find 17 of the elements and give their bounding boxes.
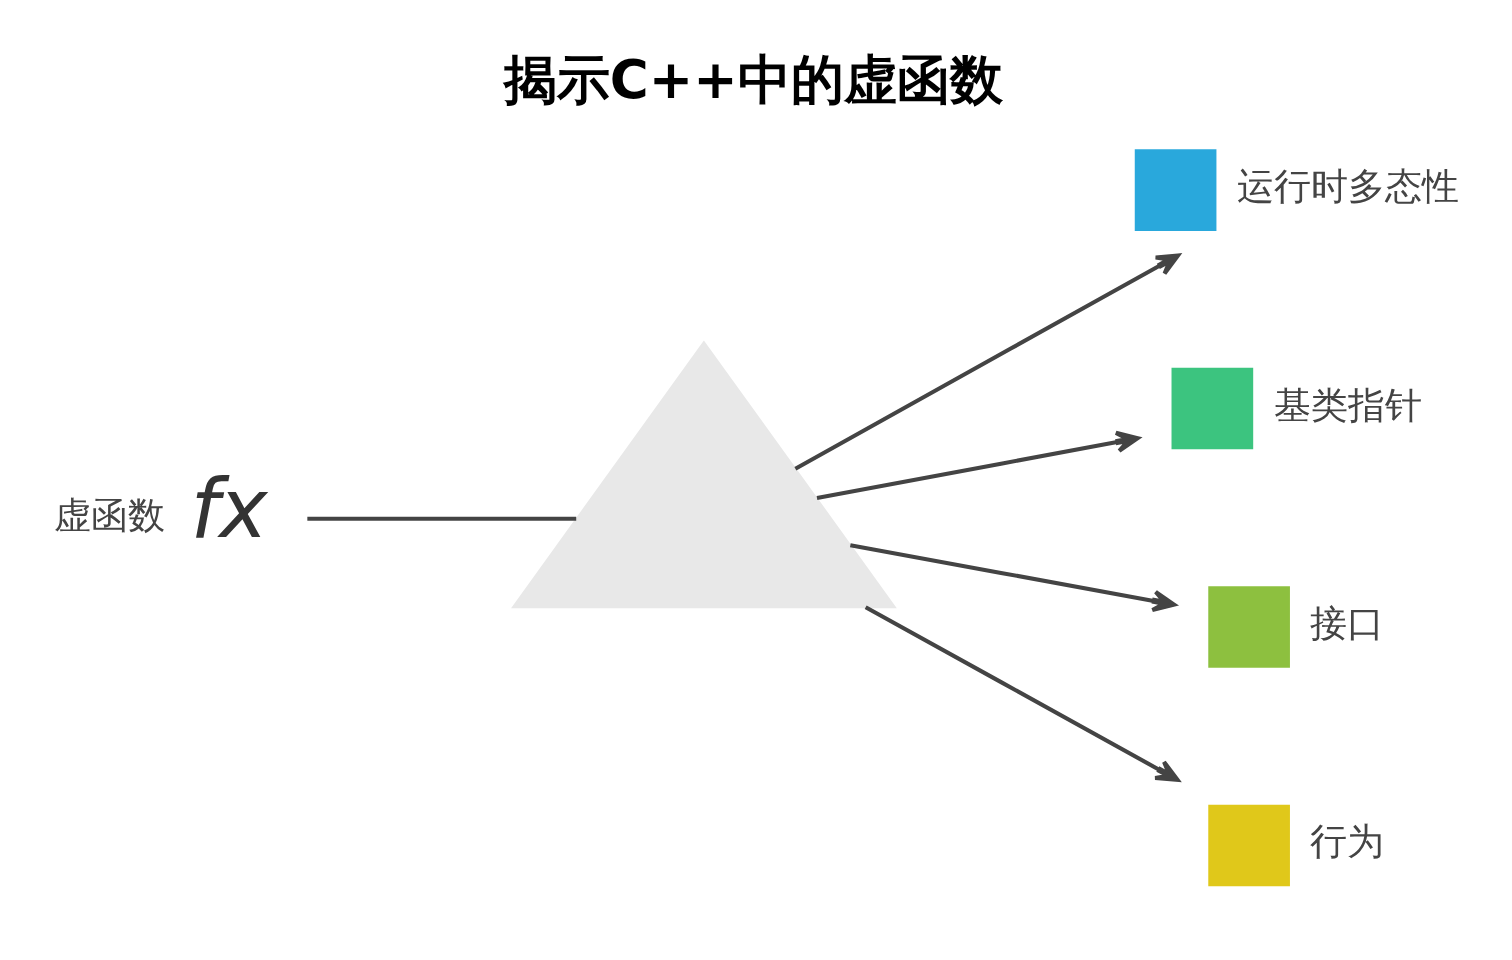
diagram-title: 揭示C++中的虚函数 bbox=[503, 48, 1003, 111]
node-label: 基类指针 bbox=[1273, 383, 1422, 427]
arrow bbox=[816, 430, 1140, 501]
node-box bbox=[1208, 804, 1290, 887]
node-text: fx bbox=[190, 461, 268, 557]
node-box bbox=[1134, 149, 1217, 231]
node-label: 行为 bbox=[1310, 820, 1385, 864]
arrow bbox=[864, 605, 1180, 782]
node-triangle bbox=[511, 340, 897, 609]
node-box bbox=[1208, 586, 1290, 668]
node-label: 虚函数 bbox=[53, 493, 165, 537]
arrow bbox=[794, 253, 1180, 471]
connector bbox=[307, 516, 577, 521]
arrow bbox=[849, 543, 1177, 613]
node-box bbox=[1171, 367, 1254, 450]
node-label: 运行时多态性 bbox=[1236, 165, 1459, 209]
node-label: 接口 bbox=[1310, 602, 1385, 645]
